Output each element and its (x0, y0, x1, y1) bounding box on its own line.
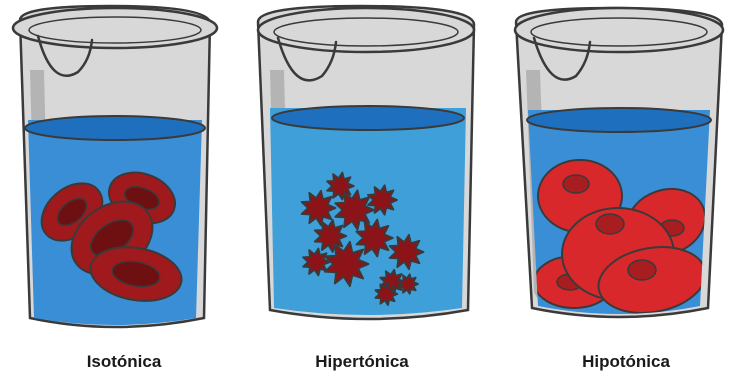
solution-surface (272, 106, 464, 130)
beaker-isotonic (13, 6, 217, 340)
label-hypertonic: Hipertónica (272, 352, 452, 372)
beaker-hypertonic (258, 6, 480, 330)
solution-hypertonic (260, 108, 480, 330)
label-isotonic: Isotónica (34, 352, 214, 372)
label-hypotonic: Hipotónica (536, 352, 716, 372)
solution-surface (25, 116, 205, 140)
solution-surface (527, 108, 711, 132)
beaker-rim (13, 8, 217, 48)
beaker-hypotonic (515, 8, 723, 330)
